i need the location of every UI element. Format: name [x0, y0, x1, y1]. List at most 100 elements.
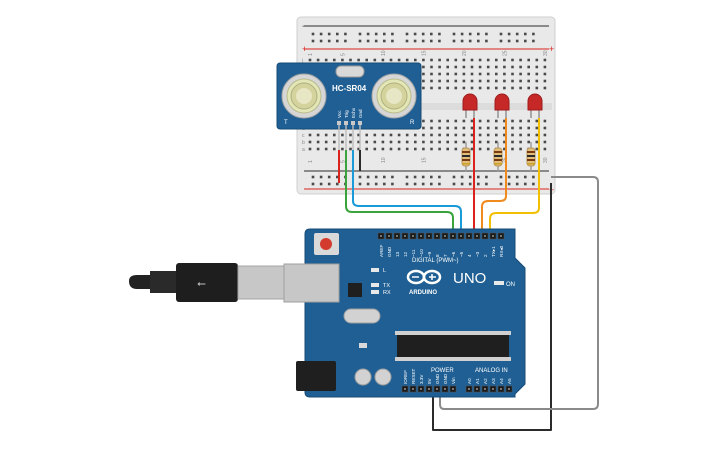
breadboard-hole[interactable]	[446, 133, 449, 137]
rail-hole[interactable]	[413, 39, 417, 43]
breadboard-hole[interactable]	[438, 133, 441, 137]
breadboard-hole[interactable]	[527, 133, 530, 137]
breadboard-hole[interactable]	[470, 72, 474, 76]
breadboard-hole[interactable]	[527, 119, 530, 123]
breadboard-hole[interactable]	[462, 65, 466, 69]
breadboard-hole[interactable]	[543, 119, 547, 123]
breadboard-hole[interactable]	[397, 147, 401, 151]
rail-hole[interactable]	[507, 182, 511, 186]
rail-hole[interactable]	[319, 182, 323, 186]
rail-hole[interactable]	[336, 175, 339, 179]
rail-hole[interactable]	[507, 39, 511, 43]
led-3[interactable]	[527, 93, 543, 118]
breadboard-hole[interactable]	[478, 140, 482, 144]
breadboard-hole[interactable]	[543, 140, 547, 144]
breadboard-hole[interactable]	[454, 86, 458, 90]
breadboard-hole[interactable]	[349, 58, 352, 62]
breadboard-hole[interactable]	[478, 86, 482, 90]
breadboard-hole[interactable]	[430, 58, 433, 62]
breadboard-hole[interactable]	[422, 58, 425, 62]
breadboard-hole[interactable]	[478, 79, 482, 83]
breadboard-hole[interactable]	[438, 119, 441, 123]
breadboard-hole[interactable]	[511, 133, 514, 137]
rail-hole[interactable]	[374, 39, 378, 43]
breadboard-hole[interactable]	[527, 65, 530, 69]
rail-hole[interactable]	[515, 182, 519, 186]
rail-hole[interactable]	[336, 39, 339, 43]
rail-hole[interactable]	[405, 182, 409, 186]
rail-hole[interactable]	[468, 39, 472, 43]
breadboard-hole[interactable]	[503, 86, 506, 90]
rail-hole[interactable]	[358, 182, 362, 186]
rail-hole[interactable]	[358, 175, 362, 179]
rail-hole[interactable]	[374, 175, 378, 179]
rail-hole[interactable]	[430, 39, 433, 43]
breadboard-hole[interactable]	[349, 147, 352, 151]
breadboard-hole[interactable]	[535, 147, 539, 151]
breadboard-hole[interactable]	[389, 147, 393, 151]
breadboard-hole[interactable]	[535, 79, 539, 83]
rail-hole[interactable]	[311, 39, 315, 43]
breadboard-hole[interactable]	[438, 65, 441, 69]
rail-hole[interactable]	[327, 32, 331, 36]
breadboard-hole[interactable]	[470, 58, 474, 62]
breadboard-hole[interactable]	[341, 58, 344, 62]
rail-hole[interactable]	[327, 175, 331, 179]
breadboard-hole[interactable]	[438, 147, 441, 151]
breadboard-hole[interactable]	[527, 126, 530, 130]
rail-hole[interactable]	[319, 175, 323, 179]
rail-hole[interactable]	[391, 39, 394, 43]
rail-hole[interactable]	[438, 39, 441, 43]
breadboard-hole[interactable]	[422, 119, 425, 123]
breadboard-hole[interactable]	[503, 58, 506, 62]
breadboard-hole[interactable]	[446, 86, 449, 90]
breadboard-hole[interactable]	[446, 126, 449, 130]
rail-hole[interactable]	[499, 32, 503, 36]
rail-hole[interactable]	[515, 39, 519, 43]
breadboard-hole[interactable]	[535, 119, 539, 123]
breadboard-hole[interactable]	[543, 65, 547, 69]
breadboard-hole[interactable]	[470, 147, 474, 151]
breadboard-hole[interactable]	[422, 126, 425, 130]
rail-hole[interactable]	[452, 175, 456, 179]
breadboard-hole[interactable]	[519, 147, 522, 151]
breadboard-hole[interactable]	[470, 86, 474, 90]
breadboard-hole[interactable]	[446, 119, 449, 123]
rail-hole[interactable]	[421, 32, 425, 36]
breadboard-hole[interactable]	[381, 133, 385, 137]
breadboard-hole[interactable]	[535, 86, 539, 90]
breadboard-hole[interactable]	[341, 140, 344, 144]
rail-hole[interactable]	[524, 182, 527, 186]
rail-hole[interactable]	[485, 175, 488, 179]
breadboard-hole[interactable]	[333, 58, 336, 62]
breadboard-hole[interactable]	[324, 140, 328, 144]
breadboard-hole[interactable]	[422, 133, 425, 137]
rail-hole[interactable]	[413, 175, 417, 179]
rail-hole[interactable]	[507, 175, 511, 179]
breadboard-hole[interactable]	[511, 72, 514, 76]
breadboard-hole[interactable]	[381, 147, 385, 151]
breadboard-hole[interactable]	[430, 119, 433, 123]
breadboard-hole[interactable]	[324, 133, 328, 137]
breadboard-hole[interactable]	[519, 86, 522, 90]
breadboard-hole[interactable]	[316, 133, 320, 137]
breadboard-hole[interactable]	[519, 119, 522, 123]
breadboard-hole[interactable]	[454, 147, 458, 151]
breadboard-hole[interactable]	[511, 79, 514, 83]
breadboard-hole[interactable]	[462, 140, 466, 144]
breadboard-hole[interactable]	[519, 79, 522, 83]
breadboard-hole[interactable]	[422, 140, 425, 144]
breadboard-hole[interactable]	[527, 79, 530, 83]
rail-hole[interactable]	[421, 175, 425, 179]
rail-hole[interactable]	[344, 39, 347, 43]
breadboard-hole[interactable]	[543, 79, 547, 83]
ultrasonic-sensor[interactable]: HC-SR04 T R Vcc Trig Echo Gnd	[276, 62, 422, 150]
rail-hole[interactable]	[383, 175, 386, 179]
breadboard-hole[interactable]	[389, 133, 393, 137]
rail-hole[interactable]	[532, 182, 535, 186]
breadboard-hole[interactable]	[527, 140, 530, 144]
resistor-2[interactable]	[493, 142, 503, 172]
breadboard-hole[interactable]	[527, 72, 530, 76]
breadboard-hole[interactable]	[438, 126, 441, 130]
breadboard-hole[interactable]	[503, 65, 506, 69]
